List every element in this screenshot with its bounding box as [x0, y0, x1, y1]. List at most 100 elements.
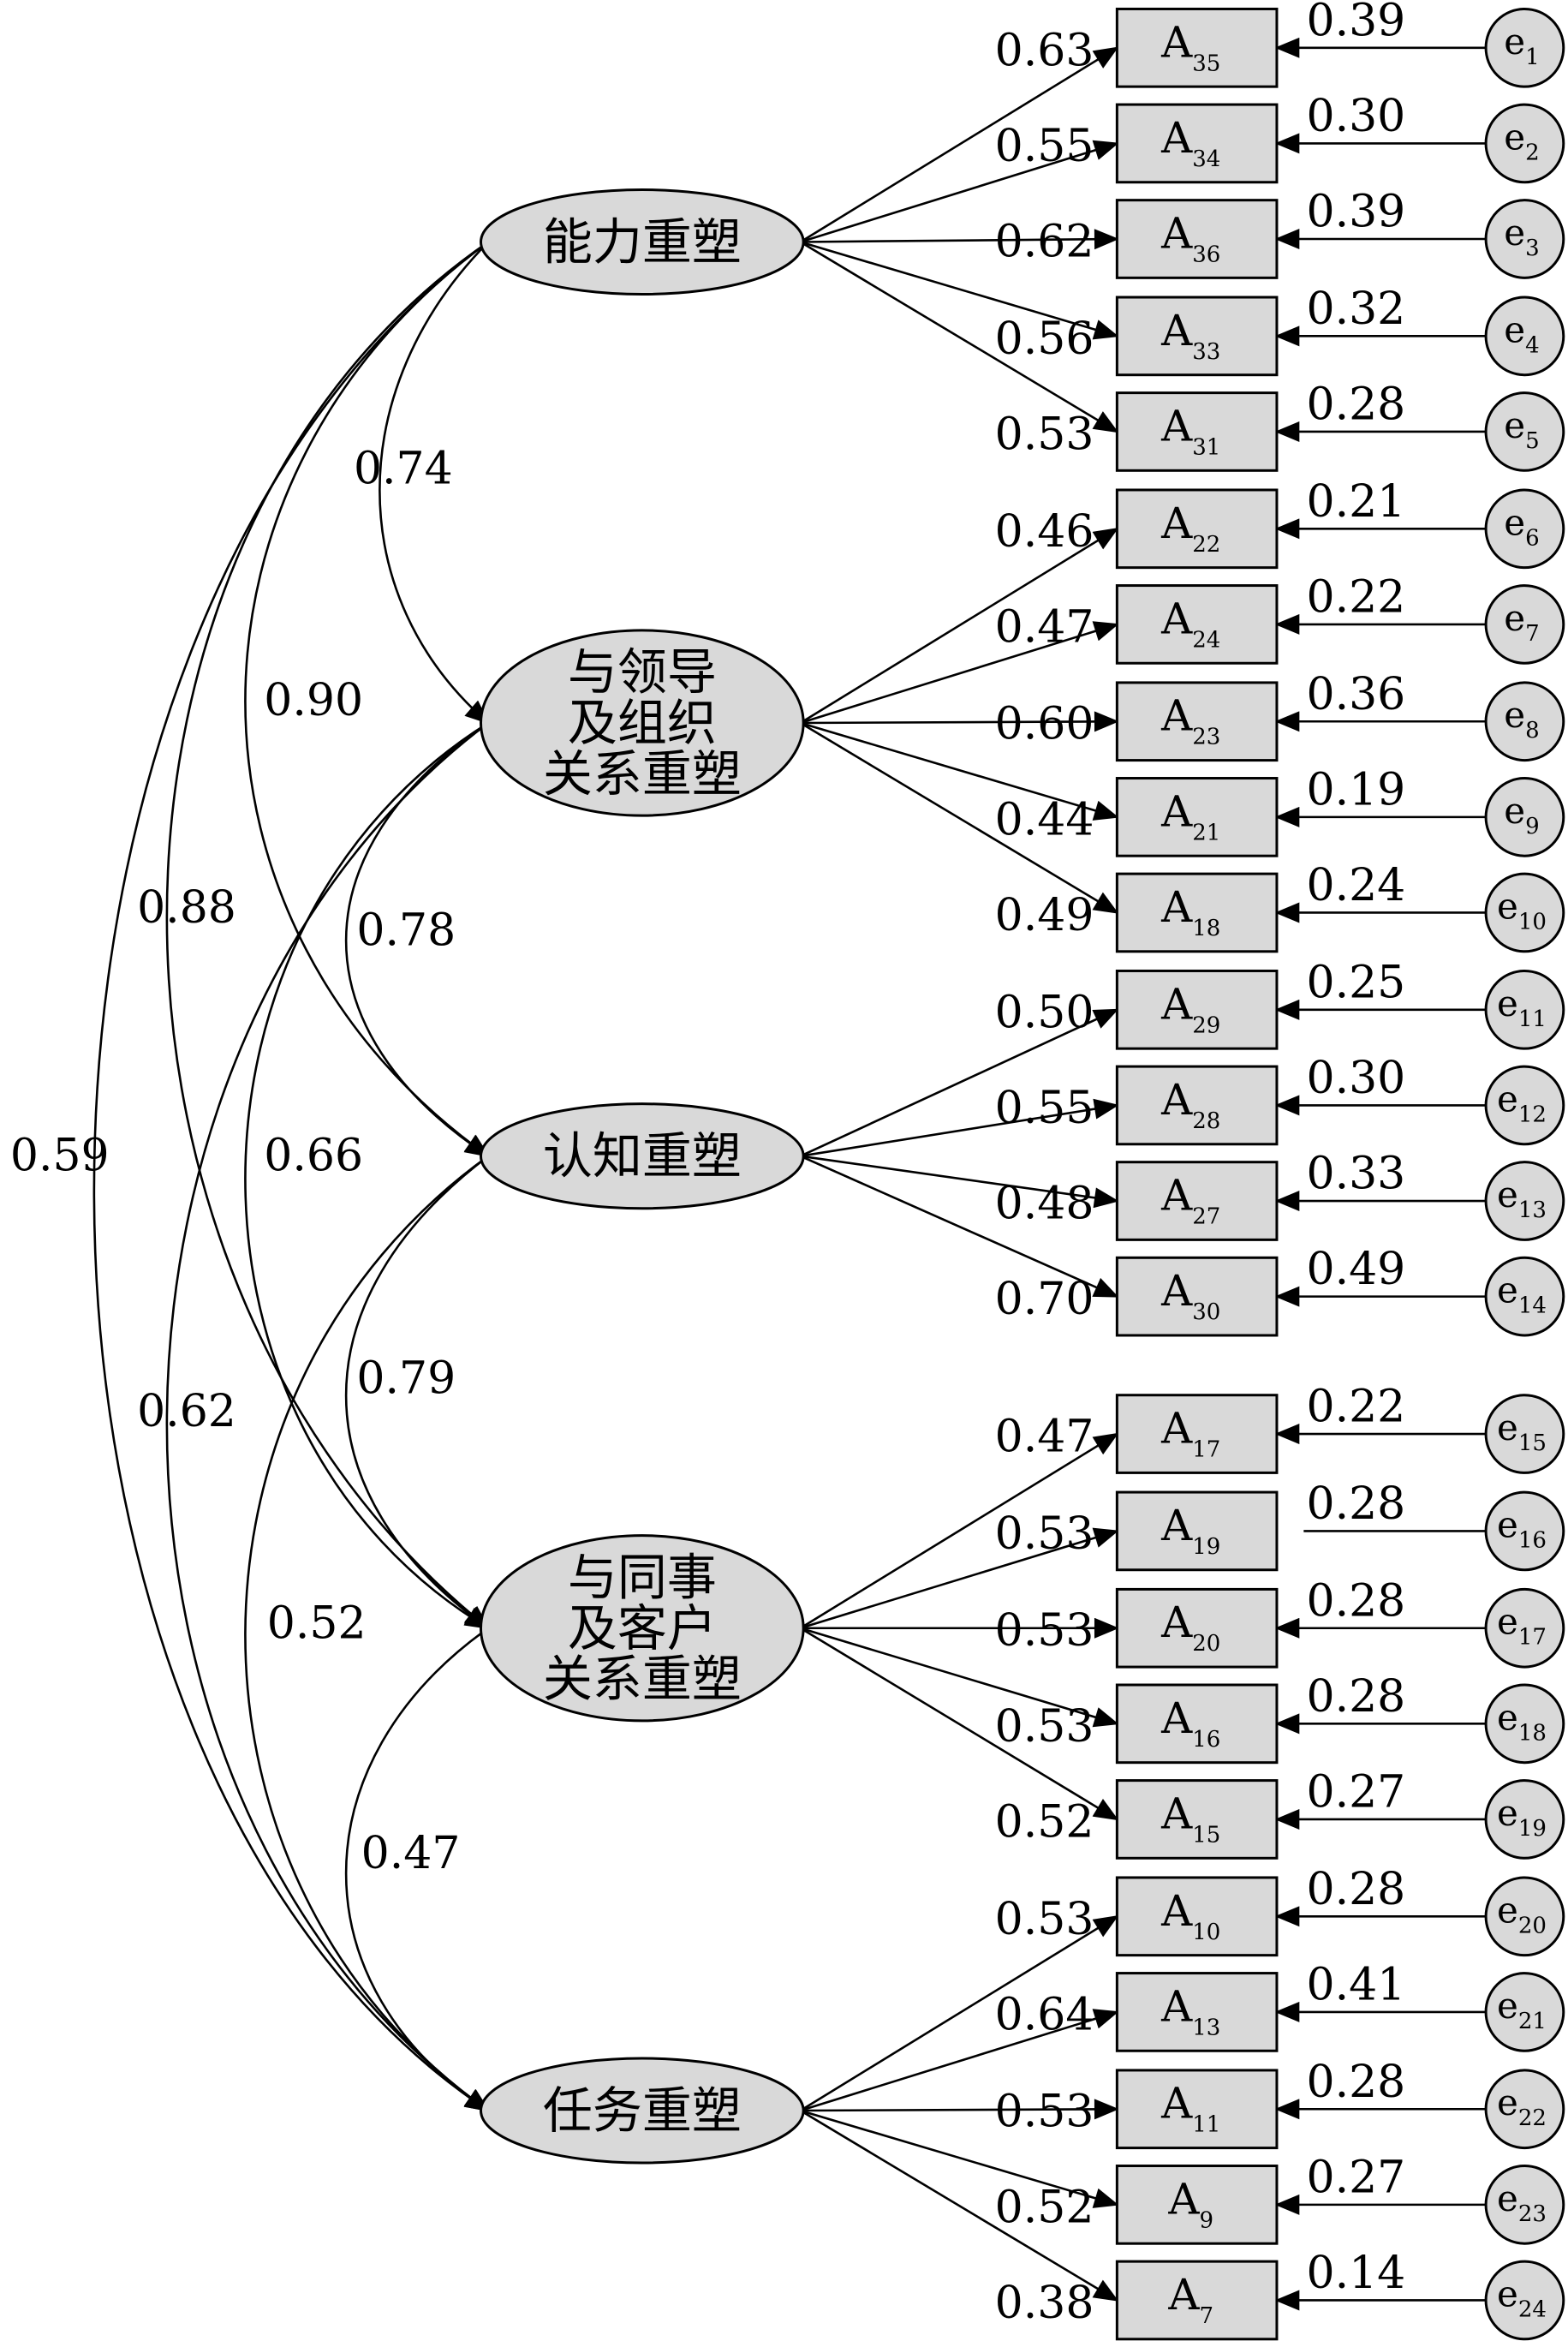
error-variance-label: 0.14 — [1306, 2248, 1405, 2299]
indicator-box — [1115, 584, 1279, 665]
loading-arrow — [800, 1008, 1119, 1157]
error-circle — [1484, 1161, 1565, 1241]
indicator-label: A34 — [1160, 113, 1220, 172]
loading-arrow — [800, 721, 1119, 821]
latent-ellipse-3 — [480, 1102, 805, 1210]
error-circle — [1484, 199, 1565, 279]
loading-arrow — [800, 2109, 1119, 2302]
error-variance-label: 0.28 — [1306, 379, 1405, 431]
loading-label: 0.49 — [995, 890, 1094, 941]
error-variance-label: 0.27 — [1306, 2152, 1405, 2203]
correlation-label: 0.90 — [264, 675, 363, 726]
loading-label: 0.53 — [995, 1894, 1094, 1945]
error-circle — [1484, 2069, 1565, 2150]
loading-label: 0.55 — [995, 121, 1094, 172]
latent-ellipse-5 — [480, 2057, 805, 2165]
latent-label: 认知重塑 — [543, 1127, 742, 1185]
loading-label: 0.60 — [995, 699, 1094, 750]
loading-arrow — [800, 711, 1119, 732]
correlation-arrow-0.62 — [165, 701, 513, 2112]
label-layer: 0.740.900.880.590.780.660.620.790.520.47… — [10, 0, 1547, 2329]
indicator-box — [1115, 1587, 1279, 1669]
loading-arrow — [800, 1098, 1119, 1157]
error-variance-label: 0.28 — [1306, 1671, 1405, 1723]
error-variance-label: 0.21 — [1306, 476, 1405, 528]
error-label: e23 — [1497, 2177, 1547, 2227]
loading-label: 0.53 — [995, 1605, 1094, 1657]
latent-label: 关系重塑 — [543, 1650, 742, 1708]
error-label: e18 — [1497, 1696, 1547, 1746]
loading-label: 0.47 — [995, 1412, 1094, 1463]
error-circle — [1484, 488, 1565, 570]
error-circle — [1484, 1779, 1565, 1860]
indicator-label: A30 — [1160, 1266, 1220, 1325]
loading-label: 0.47 — [995, 601, 1094, 653]
indicator-box — [1115, 2165, 1279, 2245]
loading-label: 0.52 — [995, 1796, 1094, 1848]
indicator-label: A19 — [1160, 1501, 1220, 1560]
loading-label: 0.63 — [995, 25, 1094, 76]
loading-arrow — [800, 229, 1119, 250]
correlation-arrow-0.74 — [379, 218, 512, 725]
indicator-box — [1115, 1394, 1279, 1474]
latent-label: 关系重塑 — [543, 744, 742, 803]
error-circle — [1484, 681, 1565, 762]
loading-arrow — [800, 241, 1119, 433]
error-variance-label: 0.24 — [1306, 860, 1405, 911]
loading-label: 0.46 — [995, 506, 1094, 558]
loading-label: 0.44 — [995, 794, 1094, 845]
loading-arrow — [800, 241, 1119, 340]
indicator-box — [1115, 1161, 1279, 1241]
indicator-box — [1115, 1490, 1279, 1572]
indicator-box — [1115, 103, 1279, 184]
correlation-label: 0.59 — [10, 1131, 110, 1182]
correlation-arrow-0.79 — [344, 1134, 513, 1630]
error-variance-label: 0.27 — [1306, 1767, 1405, 1818]
loading-label: 0.38 — [995, 2278, 1094, 2329]
error-variance-label: 0.19 — [1306, 764, 1405, 815]
loading-label: 0.53 — [995, 1508, 1094, 1560]
indicator-label: A13 — [1160, 1981, 1220, 2040]
indicator-label: A15 — [1160, 1789, 1220, 1848]
loading-arrow — [800, 140, 1119, 243]
loading-label: 0.50 — [995, 987, 1094, 1038]
correlation-arrow-0.78 — [344, 702, 513, 1158]
error-variance-label: 0.25 — [1306, 957, 1405, 1008]
indicator-box — [1115, 872, 1279, 953]
error-label: e14 — [1497, 1269, 1547, 1319]
correlation-label: 0.78 — [356, 905, 456, 956]
latent-ellipse-4 — [480, 1534, 805, 1723]
indicator-label: A23 — [1160, 691, 1220, 750]
error-label: e9 — [1504, 790, 1539, 839]
error-circle — [1484, 296, 1565, 377]
loading-arrow — [800, 1155, 1119, 1298]
indicator-box — [1115, 2069, 1279, 2150]
latent-ellipse-1 — [480, 188, 805, 296]
correlation-label: 0.62 — [137, 1386, 236, 1437]
loading-arrow — [800, 2099, 1119, 2120]
correlation-arrow-0.52 — [244, 1134, 513, 2112]
loading-arrow — [800, 2009, 1119, 2112]
indicator-label: A36 — [1160, 208, 1220, 267]
latent-label: 及组织 — [568, 694, 717, 752]
error-variance-label: 0.39 — [1306, 187, 1405, 238]
error-label: e16 — [1497, 1503, 1547, 1553]
error-circle — [1484, 1876, 1565, 1957]
indicator-label: A17 — [1160, 1404, 1220, 1463]
indicator-box — [1115, 777, 1279, 857]
loading-arrow — [800, 1527, 1119, 1629]
error-label: e24 — [1497, 2272, 1547, 2322]
correlation-arrow-0.88 — [165, 220, 513, 1630]
error-label: e1 — [1504, 21, 1539, 70]
latent-label: 任务重塑 — [543, 2081, 742, 2140]
error-variance-label: 0.49 — [1306, 1244, 1405, 1295]
error-variance-label: 0.36 — [1306, 669, 1405, 720]
loading-label: 0.55 — [995, 1083, 1094, 1134]
indicator-label: A33 — [1160, 306, 1220, 365]
error-label: e3 — [1504, 212, 1539, 261]
loading-arrow — [800, 2109, 1119, 2208]
indicator-label: A9 — [1167, 2174, 1213, 2233]
loading-arrow — [800, 1155, 1119, 1209]
indicator-box — [1115, 1972, 1279, 2052]
